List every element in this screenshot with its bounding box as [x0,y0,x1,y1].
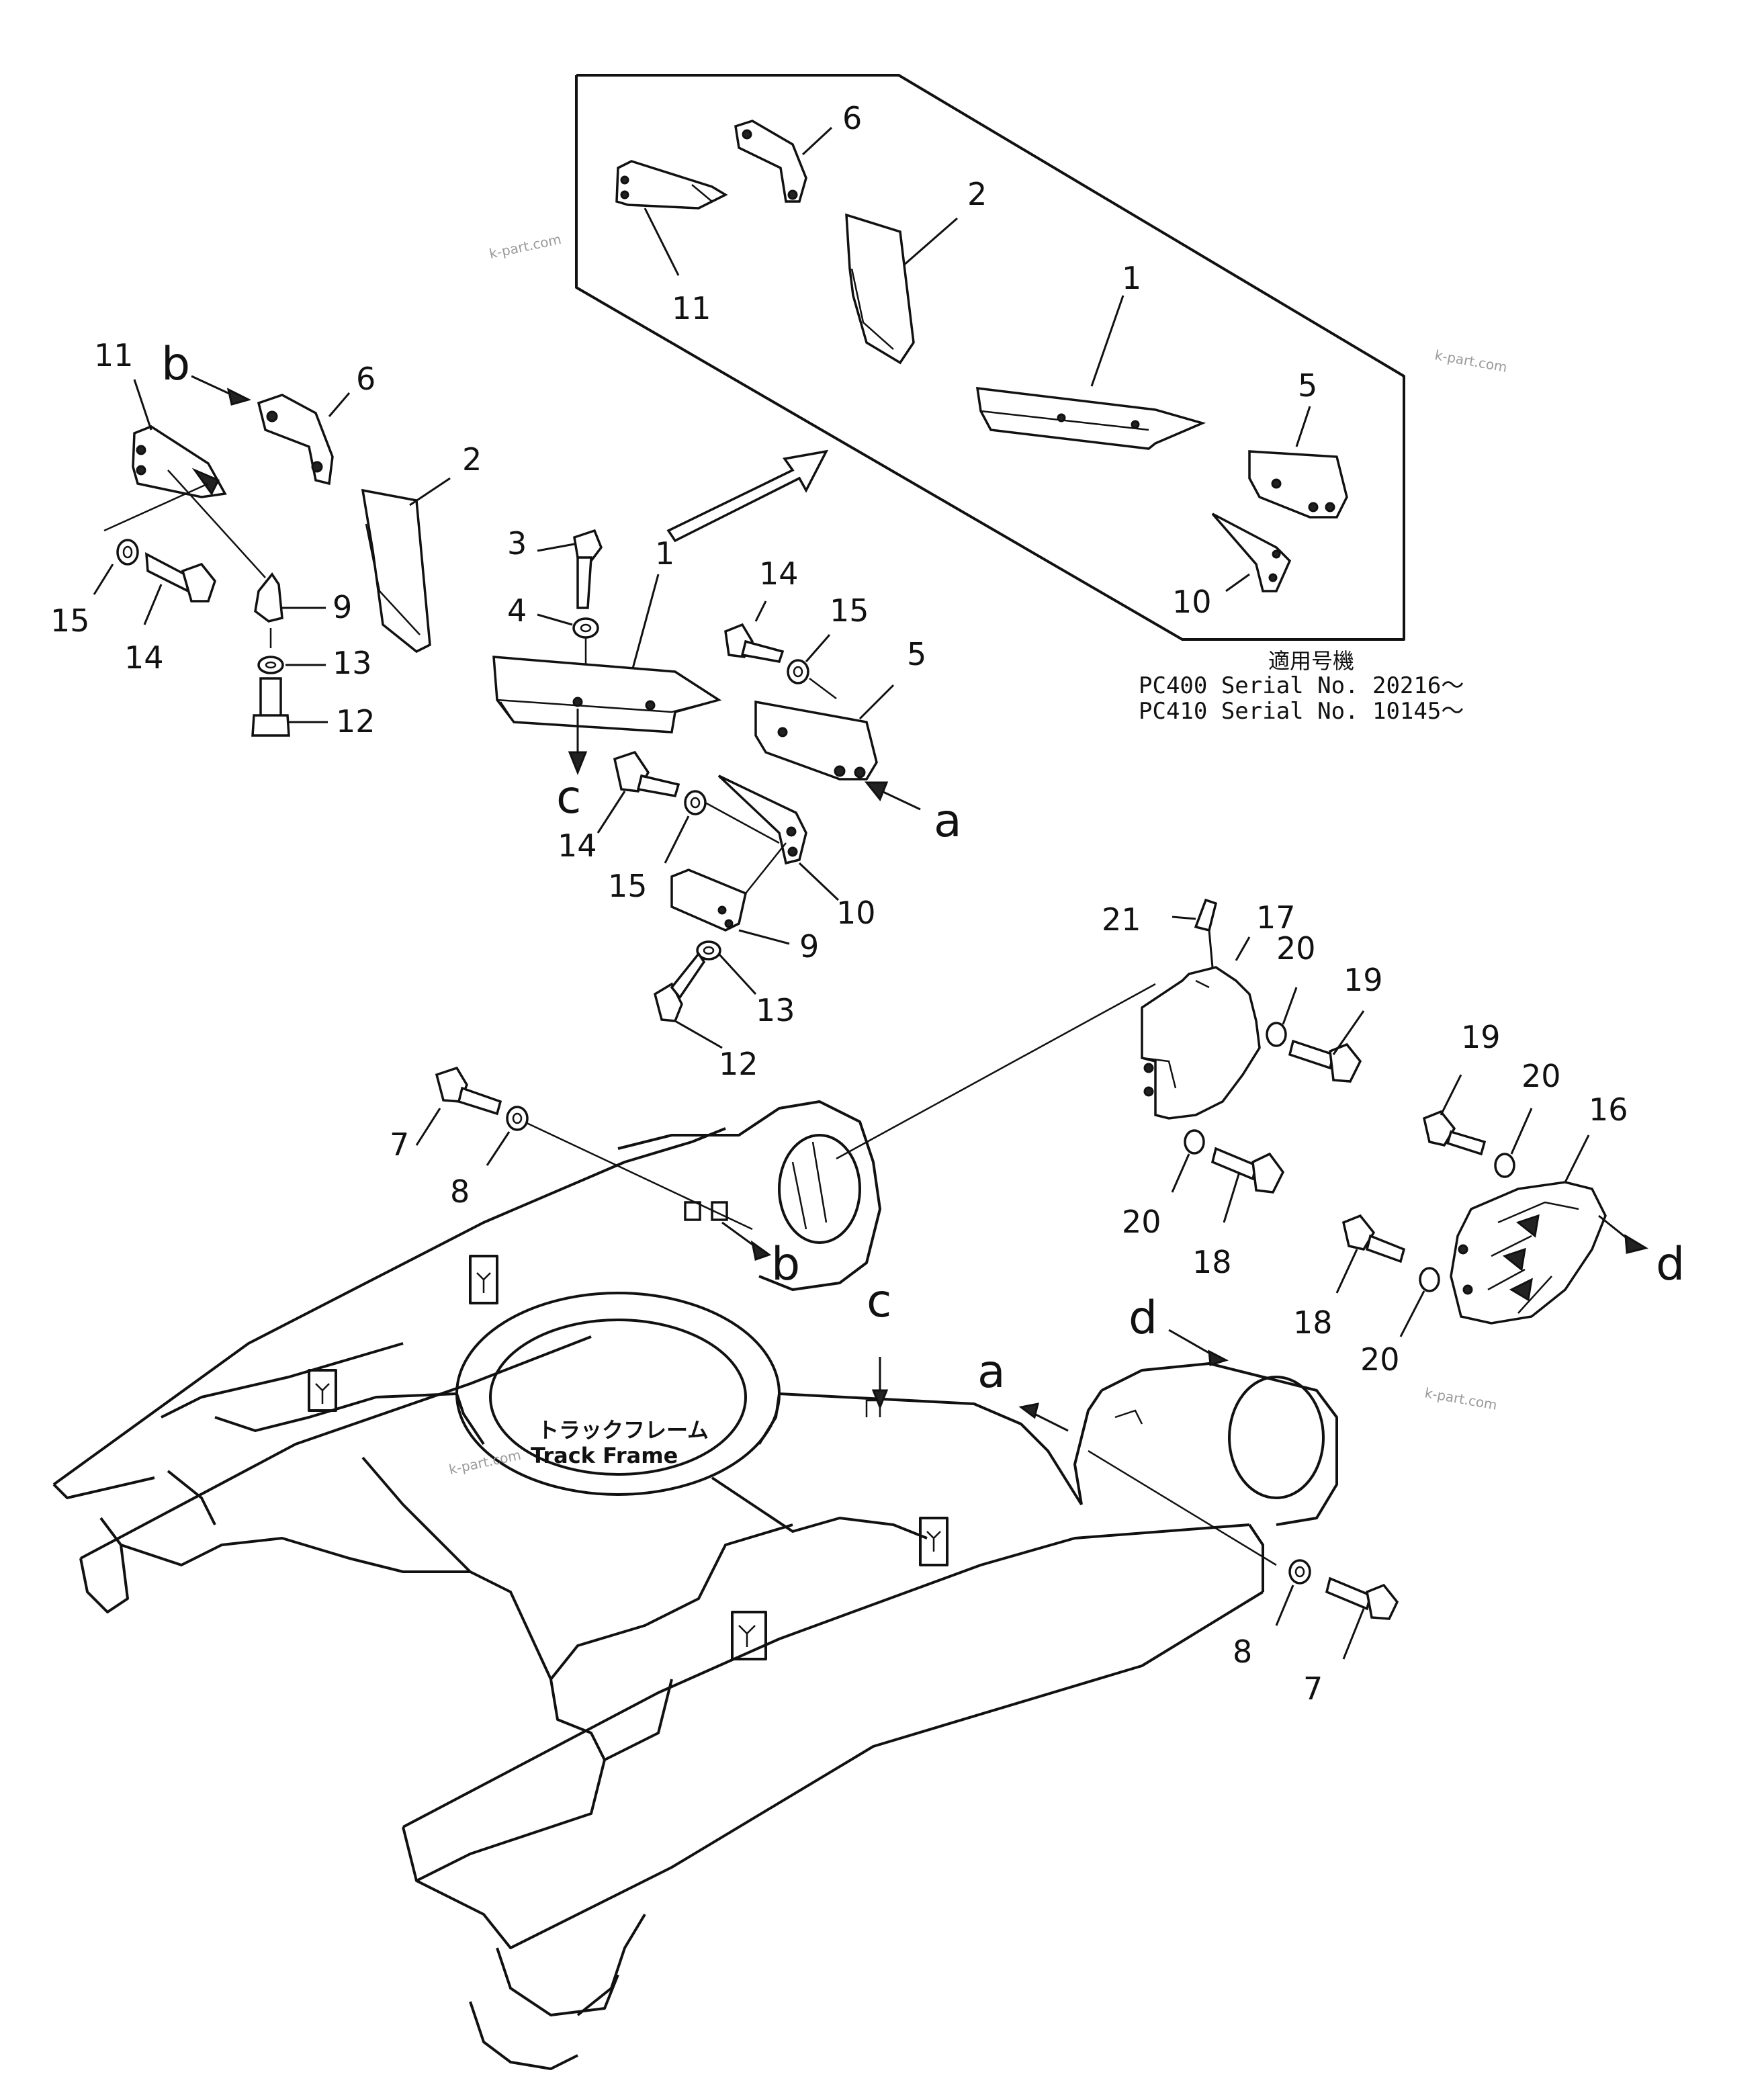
callout-12-mid: 12 [719,1046,758,1082]
view-letter-d-frame: d [1129,1292,1157,1345]
callout-19-b: 19 [1461,1019,1501,1055]
callout-12-left: 12 [336,703,376,740]
arrow-b-top [191,375,236,398]
view-letter-d-cover: d [1656,1238,1685,1291]
callout-16: 16 [1589,1092,1628,1128]
callout-6: 6 [356,361,376,397]
callout-20-a: 20 [1276,930,1316,967]
callout-21: 21 [1102,901,1141,938]
inset-callout-6: 6 [842,100,862,136]
view-letter-c-top: c [556,771,581,824]
inset-part-11 [615,160,728,276]
inset-part-2 [845,213,958,365]
callout-17: 17 [1256,899,1296,936]
serial-line-pc410: PC410 Serial No. 10145～ [1139,698,1464,725]
callout-7-left: 7 [390,1126,409,1163]
callout-labels: 11 6 2 3 1 4 14 15 5 15 14 9 13 12 14 15… [50,337,1628,1707]
callout-10-mid: 10 [836,895,876,931]
view-letters: b c a b c a d d [161,338,1685,1398]
inset-callout-11: 11 [672,290,711,326]
callout-9-mid: 9 [799,928,819,965]
inset-part-1 [975,295,1206,450]
callout-8-left: 8 [450,1173,470,1210]
callout-18-a: 18 [1192,1244,1232,1280]
callout-18-b: 18 [1293,1304,1333,1341]
watermark-3: k-part.com [1423,1384,1498,1413]
inset-callout-1: 1 [1122,260,1141,296]
view-letter-b-frame: b [771,1238,800,1291]
bolt-7-8-right [1275,1559,1399,1660]
callout-11: 11 [94,337,134,373]
inset-callout-2: 2 [967,176,987,212]
inset-callout-10: 10 [1172,584,1212,620]
applicable-heading: 適用号機 [1268,648,1354,674]
callout-20-c: 20 [1122,1204,1161,1240]
view-letter-c-frame: c [867,1275,891,1328]
inset-part-6 [734,120,833,203]
callout-8-right: 8 [1233,1634,1252,1670]
bolt-7-8-left [415,1066,529,1166]
track-frame [52,983,1338,2070]
callout-5: 5 [907,636,926,672]
watermark-2: k-part.com [1434,347,1508,375]
track-frame-label-en: Track Frame [531,1443,678,1468]
inset-pointer-arrow [666,449,829,543]
inset-callout-5: 5 [1298,367,1317,404]
arrow-d-frame [1168,1329,1217,1358]
callout-9-left: 9 [333,589,352,625]
callout-14-mid: 14 [558,828,597,864]
callout-1: 1 [655,535,674,572]
cover-16-group [1335,1074,1648,1337]
view-letter-b-top: b [161,338,190,391]
callout-19-a: 19 [1343,962,1383,998]
callout-4: 4 [507,592,527,629]
inset-part-5 [1248,406,1348,519]
track-frame-rear-boss [1228,1376,1325,1499]
callout-15-left: 15 [50,603,90,639]
callout-13-left: 13 [333,645,372,681]
callout-3: 3 [507,525,527,562]
callout-14-top: 14 [759,555,799,592]
callout-15-top: 15 [830,592,869,629]
callout-20-d: 20 [1360,1341,1400,1378]
callout-15-mid: 15 [608,868,648,904]
inset-part-10 [1211,513,1292,592]
callout-20-b: 20 [1522,1058,1561,1094]
view-letter-a-frame: a [977,1345,1006,1398]
center-bracket-group [492,529,921,1049]
watermark-1: k-part.com [488,231,563,262]
view-letter-a-top: a [934,795,962,848]
callout-2: 2 [462,441,482,478]
left-bracket-group [93,379,451,737]
track-frame-label-jp: トラックフレーム [537,1417,709,1443]
callout-14-left: 14 [124,639,164,676]
serial-line-pc400: PC400 Serial No. 20216～ [1139,672,1464,699]
cover-17-group [1141,898,1365,1223]
track-frame-ring-inner [489,1319,747,1476]
inset-panel: 6 2 1 11 5 10 適用号機 PC400 Serial No. 2021… [575,74,1464,725]
callout-7-right: 7 [1303,1671,1323,1707]
inset-frame [575,74,1405,641]
callout-13-mid: 13 [756,992,795,1028]
